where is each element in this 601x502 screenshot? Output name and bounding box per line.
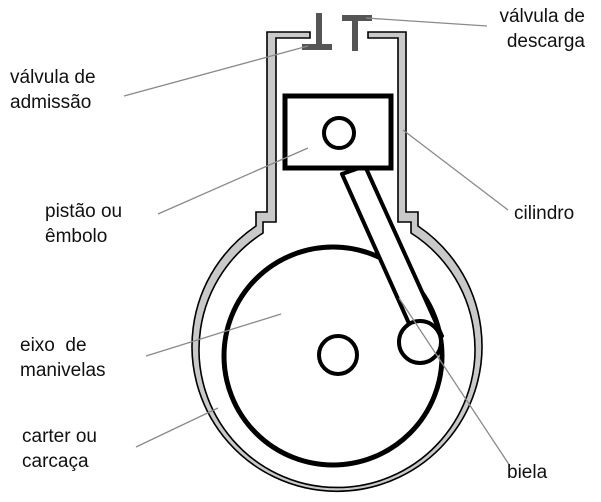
label-crankshaft-line1: eixo de [20, 335, 87, 356]
leader-crankcase [135, 407, 219, 448]
piston-pin [322, 116, 356, 150]
label-connecting-rod-line1: biela [507, 462, 548, 483]
label-crankcase-line2: carcaça [22, 451, 89, 472]
crankcase-casing [191, 31, 483, 493]
leader-exhaust-valve [365, 17, 488, 27]
leader-intake-valve [123, 45, 309, 97]
label-cylinder-line1: cilindro [514, 203, 575, 224]
label-exhaust-valve-line1: válvula de [499, 6, 585, 27]
label-intake-valve: válvula de admissão [10, 65, 96, 115]
label-exhaust-valve-line2: descarga [506, 31, 585, 52]
label-piston: pistão ou êmbolo [45, 199, 122, 249]
intake-valve-icon [302, 13, 332, 50]
label-piston-line1: pistão ou [45, 201, 123, 222]
label-intake-valve-line2: admissão [10, 92, 92, 113]
label-piston-line2: êmbolo [45, 226, 108, 247]
leader-piston [157, 147, 309, 215]
label-crankshaft-line2: manivelas [20, 360, 106, 381]
leader-connecting-rod [398, 297, 511, 467]
label-intake-valve-line1: válvula de [10, 67, 96, 88]
exhaust-valve-icon [342, 15, 372, 51]
valve-seat [320, 32, 354, 38]
label-crankshaft: eixo de manivelas [20, 333, 106, 383]
label-cylinder: cilindro [514, 201, 574, 226]
leader-cylinder [402, 129, 509, 211]
label-crankcase: carter ou carcaça [22, 424, 97, 474]
crank-pin [397, 319, 443, 365]
label-exhaust-valve: válvula de descarga [499, 4, 585, 54]
crankshaft-center [317, 334, 359, 376]
label-crankcase-line1: carter ou [22, 426, 97, 447]
leader-crankshaft [145, 313, 282, 357]
label-connecting-rod: biela [507, 460, 547, 485]
